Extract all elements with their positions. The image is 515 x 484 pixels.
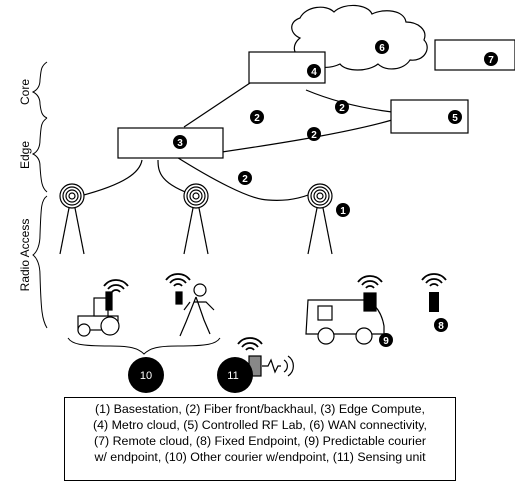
svg-text:3: 3 <box>177 138 183 149</box>
wifi-icon <box>165 273 191 287</box>
badge-7: 7 <box>484 52 498 66</box>
svg-text:11: 11 <box>227 370 238 382</box>
badge-11: 11 <box>217 357 253 393</box>
svg-text:5: 5 <box>452 113 458 124</box>
caption-line: (1) Basestation, (2) Fiber front/backhau… <box>95 402 425 416</box>
person-icon <box>175 283 215 337</box>
badge-3: 3 <box>173 135 187 149</box>
courier-brace <box>67 337 221 355</box>
basestation-icon <box>183 183 209 255</box>
badge-2: 2 <box>335 100 349 114</box>
badge-10: 10 <box>128 357 164 393</box>
cloud-icon <box>291 4 428 71</box>
svg-text:2: 2 <box>311 130 317 141</box>
layer-label-edge: Edge <box>18 141 32 169</box>
wifi-icon <box>237 337 263 351</box>
basestation-icon <box>307 183 333 255</box>
van-icon <box>305 292 385 345</box>
badge-1: 1 <box>336 203 350 217</box>
svg-text:2: 2 <box>339 103 345 114</box>
svg-text:7: 7 <box>488 55 494 66</box>
wifi-icon <box>103 279 129 293</box>
wifi-icon <box>357 275 383 289</box>
edge-compute-box <box>117 127 224 159</box>
sensing-unit-icon <box>248 355 294 377</box>
badge-6: 6 <box>375 40 389 54</box>
badge-2: 2 <box>250 110 264 124</box>
badge-2: 2 <box>307 127 321 141</box>
badge-4: 4 <box>307 64 321 78</box>
caption-line: (4) Metro cloud, (5) Controlled RF Lab, … <box>93 418 427 432</box>
badge-5: 5 <box>448 110 462 124</box>
svg-text:2: 2 <box>242 174 248 185</box>
remote-cloud-box <box>434 39 515 71</box>
svg-text:10: 10 <box>140 370 152 382</box>
legend-caption: (1) Basestation, (2) Fiber front/backhau… <box>64 397 456 481</box>
layer-label-radio-access: Radio Access <box>18 219 32 292</box>
wifi-icon <box>421 273 447 287</box>
layer-braces <box>31 61 48 329</box>
svg-text:8: 8 <box>438 321 444 332</box>
badge-2: 2 <box>238 171 252 185</box>
badge-9: 9 <box>379 333 393 347</box>
svg-text:1: 1 <box>340 206 346 217</box>
fixed-endpoint-icon <box>429 292 439 312</box>
svg-text:6: 6 <box>379 43 385 54</box>
tractor-icon <box>77 291 120 337</box>
badge-8: 8 <box>434 318 448 332</box>
caption-line: (7) Remote cloud, (8) Fixed Endpoint, (9… <box>94 434 426 448</box>
basestation-icon <box>59 183 85 255</box>
svg-text:4: 4 <box>311 67 317 78</box>
caption-line: w/ endpoint, (10) Other courier w/endpoi… <box>94 450 426 464</box>
svg-text:9: 9 <box>383 336 389 347</box>
layer-label-core: Core <box>18 79 32 105</box>
svg-text:2: 2 <box>254 113 260 124</box>
